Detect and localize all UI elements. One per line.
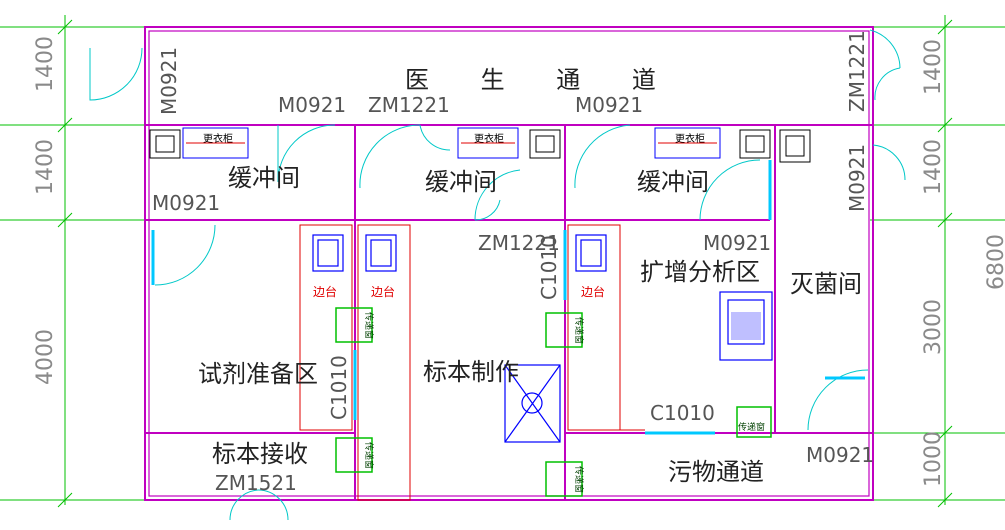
room-amplification: 扩增分析区 — [640, 258, 760, 286]
lockers — [182, 127, 721, 159]
code-zm1221-topright: ZM1221 — [845, 30, 869, 112]
room-doctor-corridor: 医 生 通 道 — [405, 66, 678, 94]
pass-window-label-1: 传递窗 — [363, 312, 375, 339]
pass-window-label-3: 传递窗 — [573, 317, 585, 344]
pass-windows — [335, 307, 772, 497]
right-dimension-lines — [870, 15, 1005, 508]
code-c1010-left: C1010 — [327, 355, 351, 420]
room-sample-receipt: 标本接收 — [212, 440, 308, 468]
code-m0921-bottom-right: M0921 — [806, 443, 874, 467]
code-c1010-mid: C1010 — [537, 235, 561, 300]
room-buffer-2: 缓冲间 — [425, 168, 497, 196]
code-m0921-buffer1-left: M0921 — [152, 191, 220, 215]
locker-label-1: 更衣柜 — [203, 132, 233, 145]
left-dimension-lines — [0, 15, 145, 508]
windows — [151, 160, 865, 435]
dim-right-1400-a: 1400 — [921, 39, 946, 95]
code-m0921-buffer1-top: M0921 — [278, 93, 346, 117]
pass-window-label-4: 传递窗 — [573, 466, 585, 493]
code-m0921-topleft: M0921 — [157, 47, 181, 115]
biosafety-cabinet — [504, 364, 561, 443]
outer-walls — [144, 26, 874, 501]
dim-left-1400-a: 1400 — [33, 36, 58, 92]
code-c1010-horizontal: C1010 — [650, 401, 715, 425]
room-reagent-prep: 试剂准备区 — [198, 360, 318, 388]
room-buffer-3: 缓冲间 — [637, 168, 709, 196]
code-m0921-right: M0921 — [845, 144, 869, 212]
pass-window-label-5: 传递窗 — [738, 421, 765, 433]
bench-label-1: 边台 — [313, 284, 337, 299]
doors — [89, 29, 906, 521]
room-sample-making: 标本制作 — [423, 358, 519, 386]
pass-window-label-2: 传递窗 — [363, 442, 375, 469]
room-waste-corridor: 污物通道 — [668, 458, 764, 486]
locker-label-3: 更衣柜 — [675, 132, 705, 145]
dim-right-1000: 1000 — [921, 431, 946, 487]
dim-left-4000: 4000 — [33, 329, 58, 385]
sinks — [149, 129, 811, 163]
code-m0921-buffer3-top: M0921 — [575, 93, 643, 117]
dim-left-1400-b: 1400 — [33, 139, 58, 195]
bench-label-2: 边台 — [371, 284, 395, 299]
room-sterilization: 灭菌间 — [790, 270, 862, 298]
bench-equipment — [312, 234, 607, 272]
locker-label-2: 更衣柜 — [474, 132, 504, 145]
code-m0921-amp: M0921 — [703, 231, 771, 255]
bench-label-3: 边台 — [581, 284, 605, 299]
code-zm1221-mid: ZM1221 — [478, 231, 560, 255]
autoclave — [719, 291, 773, 361]
room-buffer-1: 缓冲间 — [228, 164, 300, 192]
code-zm1521-bottom: ZM1521 — [215, 471, 297, 495]
dim-right-1400-b: 1400 — [921, 139, 946, 195]
code-zm1221-top: ZM1221 — [368, 93, 450, 117]
benches — [299, 224, 645, 501]
dim-right-6800-partial: 6800 — [984, 234, 1005, 290]
dim-right-3000: 3000 — [921, 299, 946, 355]
